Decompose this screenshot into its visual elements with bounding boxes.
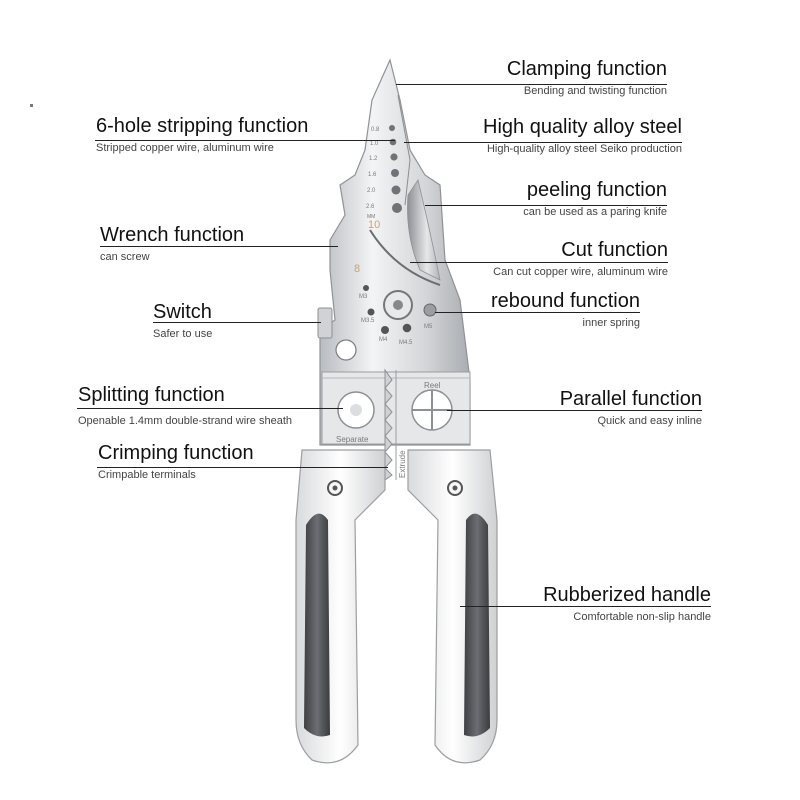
gauge-label: 2.6 <box>366 204 375 210</box>
feature-six-hole: 6-hole stripping function Stripped coppe… <box>96 115 308 155</box>
wrench-size-label: 8 <box>354 263 360 275</box>
feature-title: Wrench function <box>100 224 245 246</box>
screw-hole-label: M4 <box>379 337 388 343</box>
alloy-leader <box>404 142 682 143</box>
right-handle <box>407 449 498 764</box>
feature-subtitle: can be used as a paring knife <box>523 206 667 218</box>
feature-title: 6-hole stripping function <box>96 115 309 137</box>
switch-leader <box>153 322 321 323</box>
screw-holes <box>363 285 437 334</box>
feature-clamping: Clamping function Bending and twisting f… <box>507 58 667 98</box>
rebound-leader <box>435 312 640 313</box>
screw-hole-label: M3 <box>359 294 368 300</box>
handle-leader <box>460 606 711 607</box>
feature-subtitle: Quick and easy inline <box>597 415 702 427</box>
reel-label: Reel <box>424 381 441 390</box>
feature-handle: Rubberized handle Comfortable non-slip h… <box>543 584 711 624</box>
feature-subtitle: can screw <box>100 251 150 263</box>
feature-peeling: peeling function can be used as a paring… <box>523 179 667 219</box>
decorative-dot <box>30 104 33 107</box>
separate-label: Separate <box>336 435 369 444</box>
gauge-label: 1.2 <box>369 156 378 162</box>
feature-subtitle: Crimpable terminals <box>98 469 196 481</box>
feature-wrench: Wrench function can screw <box>100 224 244 264</box>
wrench-size-label: 10 <box>368 219 380 231</box>
pliers-head <box>317 58 471 481</box>
parallel-reel <box>411 389 453 431</box>
feature-title: Cut function <box>561 239 668 261</box>
gauge-label: 0.8 <box>371 127 380 133</box>
peeling-leader <box>425 205 667 206</box>
feature-splitting: Splitting function Openable 1.4mm double… <box>78 384 292 428</box>
parallel-leader <box>447 410 702 411</box>
feature-parallel: Parallel function Quick and easy inline <box>560 388 702 428</box>
gauge-label: 1.6 <box>368 172 377 178</box>
wrench-leader <box>100 246 338 247</box>
stripping-holes <box>389 125 402 213</box>
switch-slider <box>317 307 333 339</box>
feature-subtitle: High-quality alloy steel Seiko productio… <box>486 143 682 155</box>
feature-subtitle: Can cut copper wire, aluminum wire <box>493 266 668 278</box>
feature-title: Switch <box>153 301 212 323</box>
feature-switch: Switch Safer to use <box>153 301 212 341</box>
feature-title: Parallel function <box>559 388 702 410</box>
feature-subtitle: Openable 1.4mm double-strand wire sheath <box>78 415 293 427</box>
feature-title: High quality alloy steel <box>483 116 682 138</box>
feature-title: peeling function <box>526 179 667 201</box>
clamping-leader <box>396 84 667 85</box>
gauge-label: 1.0 <box>370 141 379 147</box>
feature-title: Clamping function <box>506 58 667 80</box>
feature-title: Splitting function <box>78 384 225 406</box>
feature-subtitle: Comfortable non-slip handle <box>573 611 711 623</box>
extrude-label: Extrude <box>398 450 407 478</box>
feature-subtitle: Safer to use <box>153 328 213 340</box>
gauge-label: MM <box>367 214 375 220</box>
screw-hole-label: M5 <box>424 324 433 330</box>
feature-subtitle: inner spring <box>582 317 640 329</box>
feature-alloy: High quality alloy steel High-quality al… <box>483 116 682 156</box>
screw-hole-label: M3.5 <box>361 318 375 324</box>
splitting-leader <box>77 408 343 409</box>
feature-title: Crimping function <box>98 442 254 464</box>
crimping-leader <box>97 467 388 468</box>
feature-title: rebound function <box>490 290 640 312</box>
feature-cut: Cut function Can cut copper wire, alumin… <box>493 239 668 279</box>
cut-leader <box>410 262 668 263</box>
six-hole-leader <box>95 140 395 141</box>
gauge-label: 2.0 <box>367 188 376 194</box>
feature-subtitle: Bending and twisting function <box>523 85 667 97</box>
screw-hole-label: M4.5 <box>399 340 413 346</box>
left-handle <box>295 449 386 764</box>
feature-crimping: Crimping function Crimpable terminals <box>98 442 254 482</box>
feature-title: Rubberized handle <box>543 584 711 606</box>
feature-subtitle: Stripped copper wire, aluminum wire <box>96 142 274 154</box>
feature-rebound: rebound function inner spring <box>491 290 640 330</box>
